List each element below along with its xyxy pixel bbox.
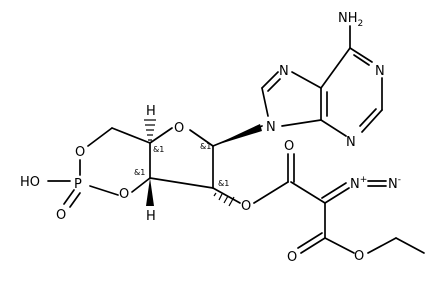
atom-labels: NH2 N N N N O O O P HO O O O O O H H N+ … <box>20 11 401 265</box>
stereo-label-c2prime: &1 <box>218 179 229 188</box>
bond-diazo-c-n-a <box>324 187 350 204</box>
bond-o3prime-c3prime <box>131 177 151 193</box>
bond-carbonyl-c-diazo-c <box>290 181 326 204</box>
bond-c6-n1-double <box>353 54 370 66</box>
atom-p: P <box>74 177 82 192</box>
atom-o4prime: O <box>174 121 184 136</box>
hashed-bond-c4prime-h <box>144 119 156 141</box>
atom-diazo-n1: N+ <box>350 175 367 192</box>
bond-p-o-double-b <box>69 192 81 208</box>
atom-n3: N <box>346 135 356 150</box>
wedge-c3prime-h <box>146 178 154 206</box>
bond-ester-c-o-single <box>324 237 355 254</box>
bond-ester-c-o-a <box>300 237 326 254</box>
wedge-c1prime-n9 <box>213 124 262 146</box>
stereo-labels: &1 &1 &1 &1 <box>134 142 229 188</box>
atom-o-phosphoryl: O <box>56 208 66 223</box>
bond-c5-n7 <box>291 71 322 89</box>
atom-o-carbonyl-1: O <box>284 139 294 154</box>
bond-c2-n3 <box>361 109 383 133</box>
bonds <box>47 25 425 254</box>
bond-o4prime-c4prime <box>149 127 173 144</box>
stereo-label-c3prime: &1 <box>134 168 145 177</box>
bond-n9-c4 <box>281 119 322 127</box>
atom-o5prime: O <box>75 145 85 160</box>
bond-c5prime-o5prime <box>87 127 113 147</box>
bond-o-carbonyl-c <box>253 181 289 204</box>
stereo-label-c1prime: &1 <box>200 142 211 151</box>
bond-p-o3prime <box>89 185 119 196</box>
bond-n7-c8 <box>261 71 279 89</box>
bond-n3-c4 <box>320 119 347 137</box>
atom-diazo-n2: N- <box>388 175 401 192</box>
atom-o-carbonyl-2: O <box>287 250 297 265</box>
atom-nh2: NH2 <box>338 11 363 29</box>
atom-o-ethyl-ester: O <box>354 249 364 264</box>
bond-n7-c8-double <box>267 78 281 92</box>
hashed-bond-c2prime-o <box>213 192 235 207</box>
bond-c6-n1 <box>349 47 373 63</box>
atom-h-bottom: H <box>146 209 156 224</box>
bond-diazo-c-n-b <box>321 182 347 199</box>
atom-n1: N <box>375 64 385 79</box>
bond-c8-n9 <box>261 87 269 117</box>
bond-c3prime-c2prime <box>149 177 214 189</box>
bond-ester-c-o-b <box>297 232 323 249</box>
stereo-wedges <box>146 124 262 206</box>
bond-ethyl-ch2-ch3 <box>395 237 425 254</box>
bond-c2prime-o <box>212 187 241 204</box>
bond-o-ethyl-ch2 <box>367 237 397 254</box>
atom-o-ester-link: O <box>241 199 251 214</box>
bond-c4prime-c5prime <box>111 127 151 144</box>
bond-c2-n3-double <box>359 108 377 127</box>
bond-p-o-double-a <box>63 189 75 205</box>
bond-c1prime-o4prime <box>189 129 214 147</box>
bond-c5-c6 <box>320 47 351 89</box>
atom-n9: N <box>266 120 276 135</box>
stereo-label-c4prime: &1 <box>153 145 164 154</box>
atom-h-top: H <box>146 104 156 119</box>
atom-o3prime: O <box>119 187 129 202</box>
atom-ho: HO <box>20 175 40 190</box>
atom-n7: N <box>279 64 289 79</box>
